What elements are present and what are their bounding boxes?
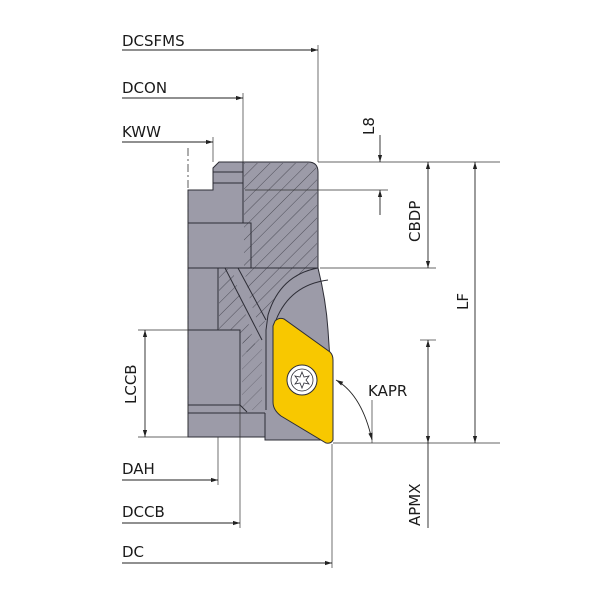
label-dah: DAH	[122, 460, 155, 478]
dim-dcsfms: DCSFMS	[122, 32, 319, 162]
insert	[272, 317, 334, 444]
dim-dccb: DCCB	[122, 405, 241, 528]
cutter-body	[187, 161, 334, 441]
dim-kapr: KAPR	[335, 379, 407, 443]
label-apmx: APMX	[406, 483, 424, 526]
label-dcsfms: DCSFMS	[122, 32, 185, 50]
dim-dah: DAH	[122, 437, 219, 485]
dim-lccb: LCCB	[122, 329, 188, 438]
dim-l8: L8	[360, 117, 383, 215]
dim-dc: DC	[122, 444, 333, 568]
screw-icon	[286, 364, 318, 396]
dim-apmx: APMX	[406, 340, 431, 528]
label-dcon: DCON	[122, 79, 167, 97]
label-dc: DC	[122, 543, 144, 561]
dim-kww: KWW	[122, 123, 214, 162]
label-dccb: DCCB	[122, 503, 165, 521]
label-l8: L8	[360, 117, 378, 135]
label-lccb: LCCB	[122, 364, 140, 404]
label-cbdp: CBDP	[406, 201, 424, 242]
torx-icon	[294, 370, 310, 390]
dim-dcon: DCON	[122, 79, 244, 162]
dim-lf: LF	[454, 162, 478, 443]
label-kapr: KAPR	[368, 382, 407, 400]
label-lf: LF	[454, 293, 472, 310]
label-kww: KWW	[122, 123, 161, 141]
dim-cbdp: CBDP	[406, 162, 431, 268]
